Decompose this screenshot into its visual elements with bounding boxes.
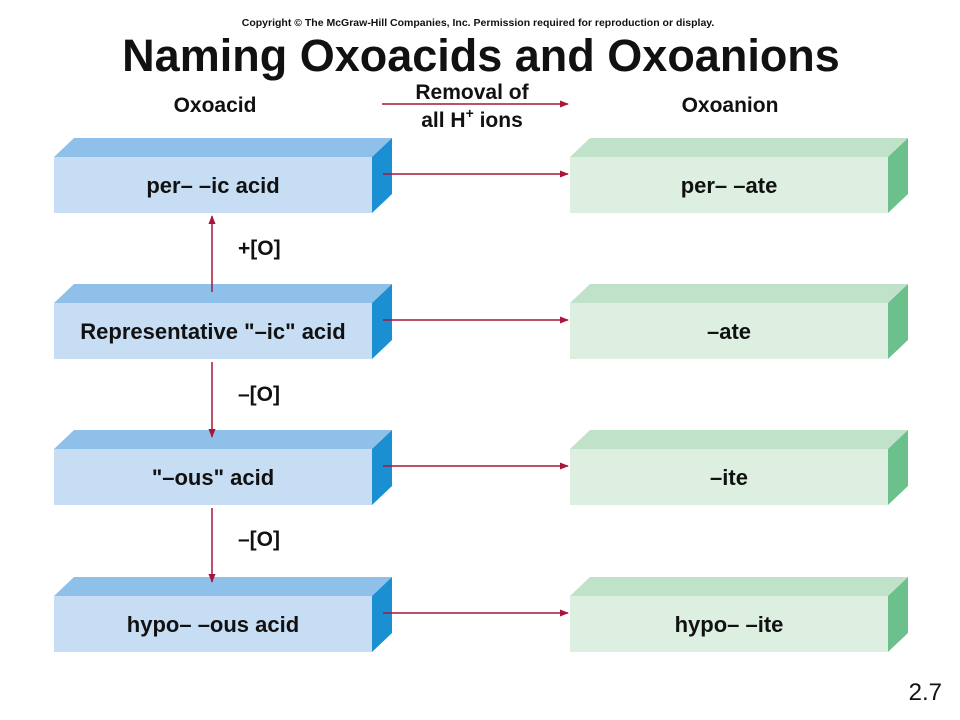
oxoanion-label: per– –ate [681, 173, 778, 198]
oxygen-operation-label: +[O] [238, 237, 281, 260]
oxoacid-box-side-face [372, 138, 392, 213]
oxoanion-box-side-face [888, 138, 908, 213]
oxoanion-box-top-face [570, 430, 908, 449]
oxoacid-box: "–ous" acid [54, 430, 392, 505]
page-number: 2.7 [909, 679, 942, 706]
oxoanion-label: –ate [707, 319, 751, 344]
oxoacid-box-side-face [372, 284, 392, 359]
oxoanion-header: Oxoanion [682, 94, 779, 117]
page-title: Naming Oxoacids and Oxoanions [122, 30, 840, 81]
oxoanion-label: hypo– –ite [675, 612, 784, 637]
oxoacid-box-side-face [372, 430, 392, 505]
oxoacid-box: per– –ic acid [54, 138, 392, 213]
oxoanion-box-top-face [570, 138, 908, 157]
oxoacid-box-front-face [54, 157, 372, 213]
oxoanion-box-side-face [888, 430, 908, 505]
oxoacid-box-front-face [54, 303, 372, 359]
oxoacid-box-top-face [54, 577, 392, 596]
oxoanion-box: –ite [570, 430, 908, 505]
oxoacid-box-front-face [54, 596, 372, 652]
oxoanion-box-top-face [570, 284, 908, 303]
oxoanion-box-front-face [570, 596, 888, 652]
oxoanion-box-side-face [888, 577, 908, 652]
oxoanion-label: –ite [710, 465, 748, 490]
oxoanion-box-side-face [888, 284, 908, 359]
oxoacid-label: hypo– –ous acid [127, 612, 299, 637]
oxoacid-label: per– –ic acid [146, 173, 279, 198]
oxygen-operation-label: –[O] [238, 528, 280, 551]
oxygen-operation-label: –[O] [238, 383, 280, 406]
oxoacid-box-side-face [372, 577, 392, 652]
oxoanion-box-top-face [570, 577, 908, 596]
oxoanion-box-front-face [570, 157, 888, 213]
oxoanion-box: –ate [570, 284, 908, 359]
oxoacid-box-front-face [54, 449, 372, 505]
oxoacid-box: Representative "–ic" acid [54, 284, 392, 359]
oxoanion-box-front-face [570, 303, 888, 359]
oxoanion-box: per– –ate [570, 138, 908, 213]
oxoacid-label: Representative "–ic" acid [80, 319, 345, 344]
oxoacid-header: Oxoacid [174, 94, 257, 117]
removal-label-line2: all H+ ions [421, 105, 523, 132]
oxoacid-label: "–ous" acid [152, 465, 274, 490]
oxoanion-box-front-face [570, 449, 888, 505]
copyright-notice: Copyright © The McGraw-Hill Companies, I… [242, 17, 715, 29]
oxoacid-box-top-face [54, 284, 392, 303]
oxoacid-box-top-face [54, 138, 392, 157]
oxoacid-box-top-face [54, 430, 392, 449]
oxoanion-box: hypo– –ite [570, 577, 908, 652]
oxoacid-box: hypo– –ous acid [54, 577, 392, 652]
removal-label-line1: Removal of [415, 81, 529, 104]
